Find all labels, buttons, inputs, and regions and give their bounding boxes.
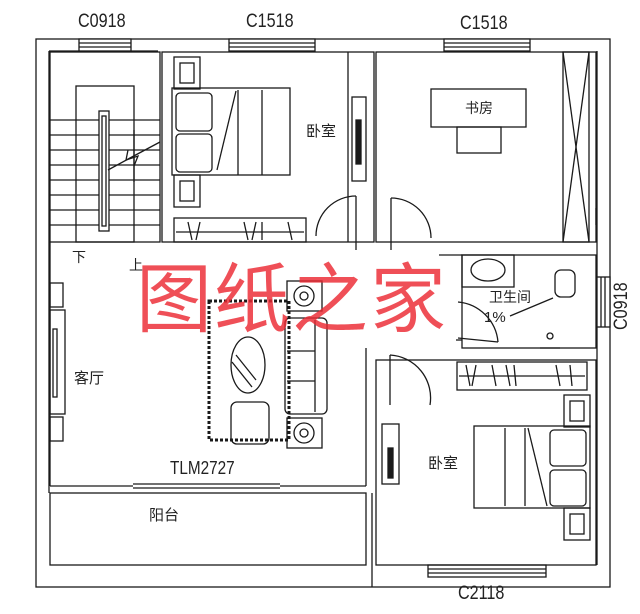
stairwell — [49, 51, 161, 243]
window-label-c1518-top-right: C1518 — [460, 13, 508, 34]
room-label-balcony: 阳台 — [149, 507, 180, 524]
door-bedroom-south — [389, 354, 432, 406]
room-label-bedroom-north: 卧室 — [306, 123, 337, 140]
window-c0918-right — [596, 276, 611, 328]
washbasin — [461, 254, 515, 288]
window-c1518-top-left — [228, 38, 316, 52]
stair-up-label: 上 — [129, 257, 143, 273]
tv-living-room — [49, 282, 66, 442]
tv-bedroom-south — [381, 423, 400, 485]
wardrobe-study — [562, 51, 597, 243]
wardrobe-south — [456, 361, 588, 391]
window-c1518-top-right — [443, 38, 531, 52]
bathroom-walls — [439, 254, 597, 349]
room-label-study: 书房 — [465, 100, 493, 116]
stair-down-label: 下 — [72, 249, 86, 265]
window-label-c2118-bottom: C2118 — [458, 583, 505, 604]
tv-bedroom-north — [351, 96, 367, 182]
watermark: 图纸之家 — [136, 255, 448, 344]
floor-drain — [540, 332, 560, 349]
window-c0918-top — [78, 38, 132, 52]
room-label-bathroom: 卫生间 — [489, 289, 531, 305]
room-label-living-room: 客厅 — [74, 370, 105, 387]
squat-toilet — [509, 269, 576, 317]
balcony-walls — [49, 492, 373, 587]
bathroom-slope-label: 1% — [484, 309, 506, 326]
window-label-c1518-top-left: C1518 — [246, 11, 294, 32]
study-desk — [430, 88, 527, 154]
door-bedroom-north — [315, 195, 357, 250]
sliding-door-label: TLM2727 — [170, 458, 235, 478]
study-walls — [375, 51, 597, 243]
door-study — [390, 197, 432, 250]
bed-north — [171, 56, 291, 208]
door-bathroom — [457, 301, 499, 343]
window-c2118-bottom — [427, 564, 547, 578]
wardrobe-north — [173, 217, 307, 243]
window-label-c0918-top: C0918 — [78, 11, 126, 32]
bedroom-south-walls — [375, 359, 597, 566]
window-label-c0918-right: C0918 — [611, 282, 632, 330]
sliding-door-tlm2727 — [133, 483, 280, 489]
bed-south — [473, 394, 591, 541]
room-label-bedroom-south: 卧室 — [428, 455, 459, 472]
sofa-set — [207, 280, 328, 449]
